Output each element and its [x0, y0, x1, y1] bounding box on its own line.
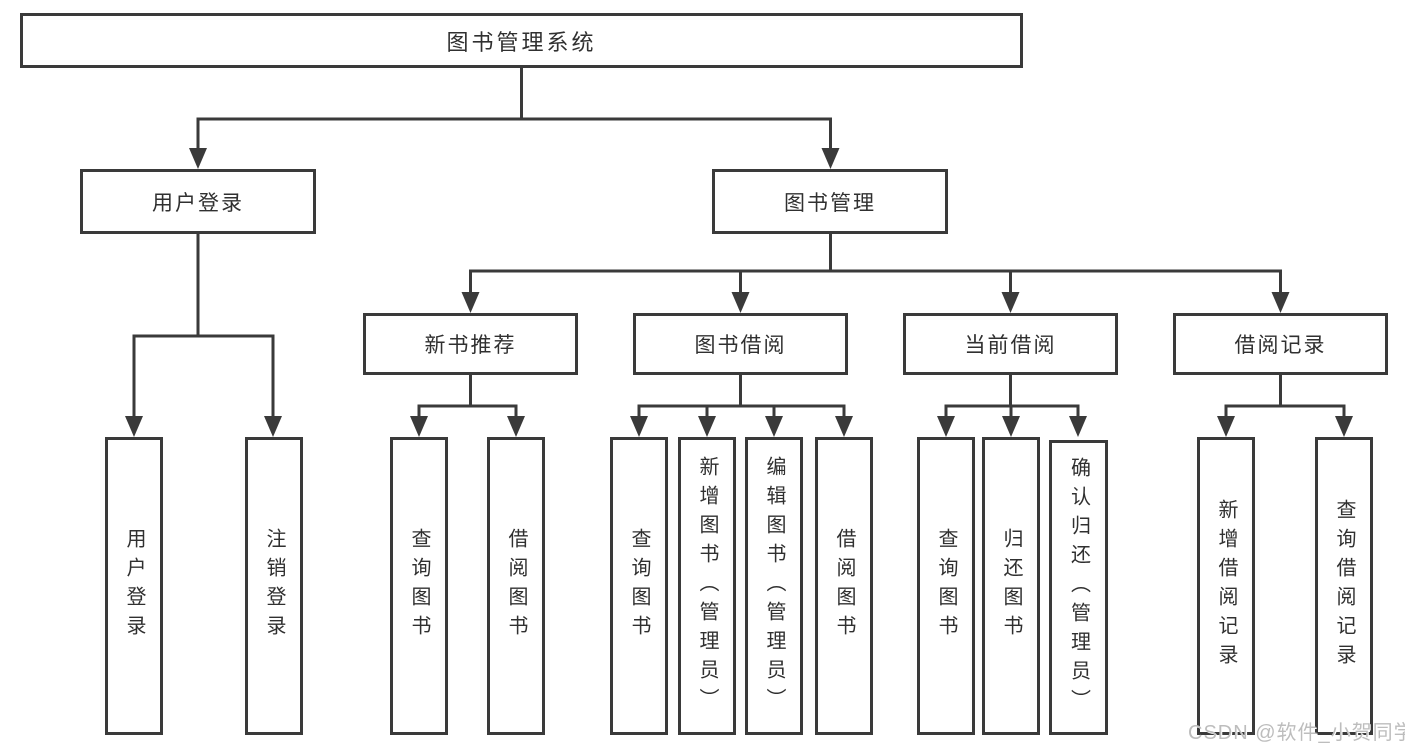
node-borrow-records-label: 借阅记录: [1234, 334, 1327, 357]
leaf-user-login-label: 用户登录: [123, 528, 145, 644]
leaf-query-books-1: 查询图书: [390, 437, 448, 735]
node-user-login: 用户登录: [80, 169, 316, 234]
leaf-query-borrow-record: 查询借阅记录: [1315, 437, 1373, 735]
arrowhead: [1271, 292, 1290, 313]
node-new-book-recommend-label: 新书推荐: [424, 334, 517, 357]
node-new-book-recommend: 新书推荐: [363, 313, 578, 375]
leaf-add-borrow-record: 新增借阅记录: [1197, 437, 1255, 735]
leaf-query-books-3: 查询图书: [917, 437, 975, 735]
node-book-management-label: 图书管理: [784, 191, 876, 215]
arrowhead: [937, 416, 955, 437]
leaf-borrow-books-1: 借阅图书: [487, 437, 545, 735]
node-book-borrow: 图书借阅: [633, 313, 848, 375]
arrowhead: [410, 416, 428, 437]
arrowhead: [731, 292, 750, 313]
leaf-query-books-2: 查询图书: [610, 437, 668, 735]
arrowhead: [125, 416, 143, 437]
leaf-borrow-books-1-label: 借阅图书: [505, 528, 527, 644]
arrowhead: [630, 416, 648, 437]
leaf-query-books-3-label: 查询图书: [935, 528, 957, 644]
leaf-borrow-books-2-label: 借阅图书: [833, 528, 855, 644]
edge-bookmgmt-to-level3: [469, 233, 1282, 293]
arrowhead: [1001, 292, 1020, 313]
edge-records-to-leaves: [1224, 375, 1346, 417]
node-current-borrow-label: 当前借阅: [964, 334, 1057, 357]
arrowhead: [189, 148, 207, 169]
arrowhead: [1002, 416, 1020, 437]
arrowhead: [821, 148, 840, 169]
arrowhead: [264, 416, 282, 437]
edge-root-to-level2: [196, 68, 832, 149]
node-library-system: 图书管理系统: [20, 13, 1023, 68]
leaf-logout-label: 注销登录: [263, 528, 285, 644]
edge-userlogin-to-leaves: [132, 233, 275, 417]
edge-bookborrow-to-leaves: [637, 375, 846, 417]
edge-newbooks-to-leaves: [417, 375, 518, 417]
arrowhead: [1217, 416, 1235, 437]
csdn-watermark: CSDN @软件_小贺同学: [1188, 722, 1405, 744]
arrowhead: [765, 416, 783, 437]
arrowhead: [698, 416, 716, 437]
edge-currentborrow-to-leaves: [944, 375, 1080, 417]
arrowhead: [835, 416, 853, 437]
leaf-add-borrow-record-label: 新增借阅记录: [1215, 499, 1237, 673]
arrowhead: [507, 416, 525, 437]
leaf-confirm-return-admin-label: 确认归还（管理员）: [1067, 457, 1090, 718]
leaf-return-books: 归还图书: [982, 437, 1040, 735]
leaf-logout: 注销登录: [245, 437, 303, 735]
leaf-borrow-books-2: 借阅图书: [815, 437, 873, 735]
arrowhead: [1335, 416, 1353, 437]
leaf-confirm-return-admin: 确认归还（管理员）: [1049, 440, 1108, 735]
leaf-return-books-label: 归还图书: [1000, 528, 1022, 644]
node-book-management: 图书管理: [712, 169, 948, 234]
leaf-query-books-1-label: 查询图书: [408, 528, 430, 644]
node-current-borrow: 当前借阅: [903, 313, 1118, 375]
node-book-borrow-label: 图书借阅: [694, 334, 787, 357]
leaf-edit-books-admin-label: 编辑图书（管理员）: [763, 455, 785, 717]
arrowhead: [461, 292, 480, 313]
leaf-add-books-admin-label: 新增图书（管理员）: [696, 455, 718, 717]
leaf-user-login: 用户登录: [105, 437, 163, 735]
arrowheads: [125, 148, 1353, 437]
leaf-edit-books-admin: 编辑图书（管理员）: [745, 437, 803, 735]
arrowhead: [1069, 416, 1087, 437]
node-library-system-label: 图书管理系统: [446, 29, 597, 55]
leaf-query-books-2-label: 查询图书: [628, 528, 650, 644]
leaf-add-books-admin: 新增图书（管理员）: [678, 437, 736, 735]
leaf-query-borrow-record-label: 查询借阅记录: [1333, 499, 1355, 673]
node-borrow-records: 借阅记录: [1173, 313, 1388, 375]
node-user-login-label: 用户登录: [152, 191, 244, 215]
